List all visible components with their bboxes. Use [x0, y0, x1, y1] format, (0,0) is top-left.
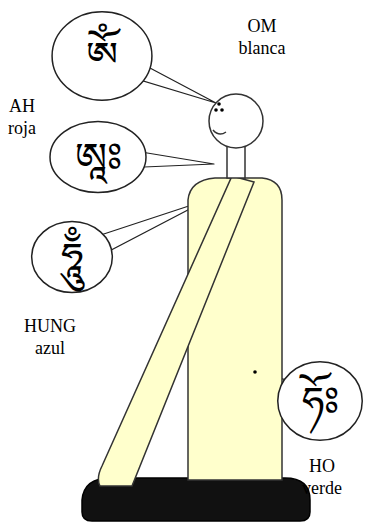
neck — [227, 144, 245, 178]
mouth — [213, 130, 226, 134]
tibetan-syllable: ཨོཾ — [86, 34, 118, 78]
callout-bubble: ཨཱཿ — [48, 120, 148, 194]
dot — [220, 108, 224, 112]
callout-bubble: ཧོཿ — [276, 360, 364, 442]
syllable-label: HUNG azul — [24, 316, 76, 359]
callout-bubble: ཨོཾ — [50, 10, 154, 102]
dot — [217, 102, 221, 106]
tibetan-syllable: ཨཱཿ — [75, 135, 122, 179]
head — [209, 94, 263, 148]
dot — [214, 108, 218, 112]
syllable-label: HO verde — [302, 456, 342, 499]
syllable-label: AH roja — [8, 96, 36, 139]
callout-bubble: ཧཱུྃ — [30, 220, 114, 294]
dot — [253, 370, 257, 374]
tibetan-syllable: ཧཱུྃ — [61, 235, 83, 279]
tibetan-syllable: ཧོཿ — [302, 379, 339, 423]
syllable-label: OM blanca — [239, 16, 286, 59]
arm-band — [98, 176, 254, 486]
